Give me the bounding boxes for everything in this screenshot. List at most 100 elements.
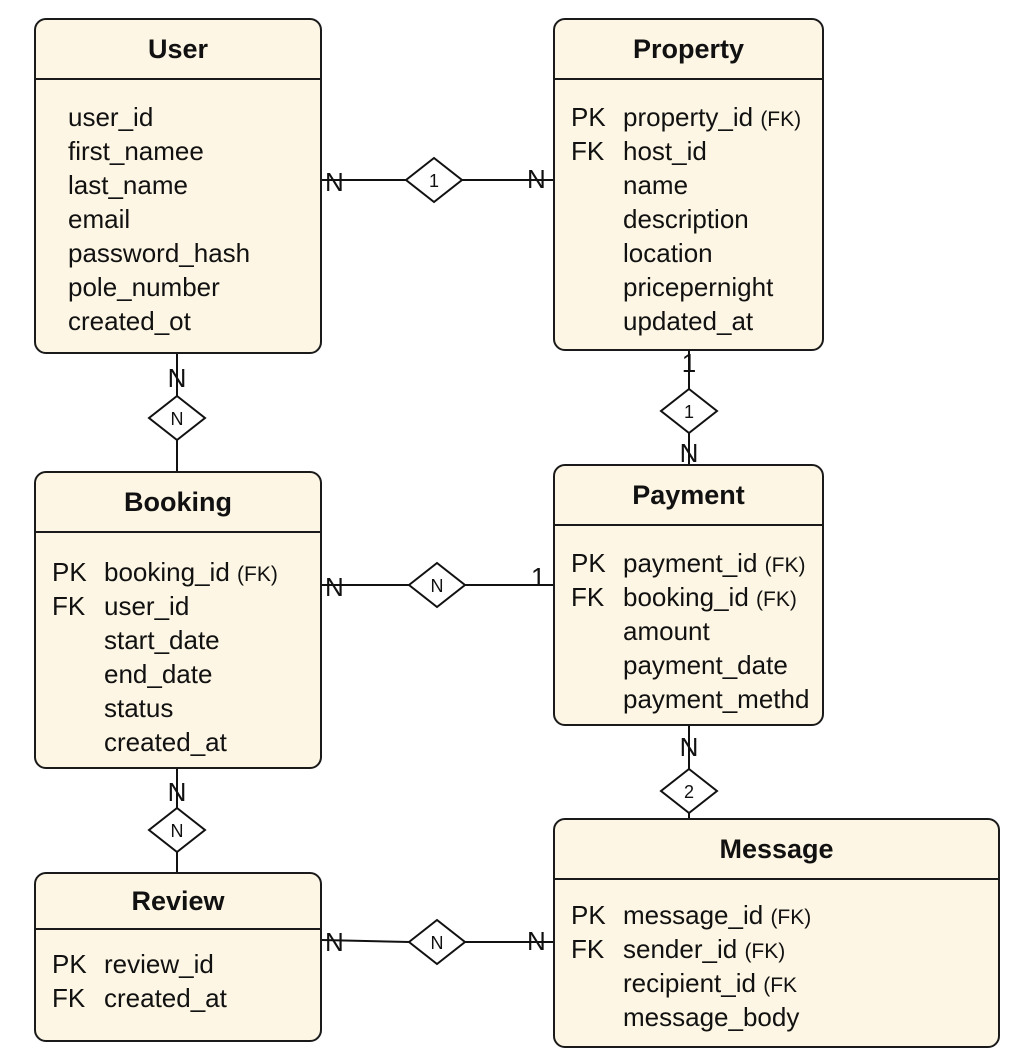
attribute-row: FK user_id <box>36 589 320 623</box>
relationship-label: 1 <box>684 402 694 422</box>
attribute-name: status <box>104 693 174 723</box>
attribute-row: PK message_id (FK) <box>555 898 998 932</box>
attribute-row: PK booking_id (FK) <box>36 555 320 589</box>
attribute-name: user_id <box>104 591 190 621</box>
attribute-name: message_body <box>623 1002 800 1032</box>
attribute-name: password_hash <box>68 238 251 268</box>
key-marker: PK <box>571 548 606 578</box>
attribute-row: payment_methd <box>555 682 822 716</box>
relationship-diamond <box>147 394 207 442</box>
relationship-booking-review: N N <box>147 768 207 873</box>
relationship-label: 1 <box>429 171 439 191</box>
attribute-name: payment_date <box>623 650 788 680</box>
key-marker: FK <box>52 983 86 1013</box>
attribute-row: user_id <box>36 100 320 134</box>
attribute-row: PK payment_id (FK) <box>555 546 822 580</box>
attribute-name: property_id <box>623 102 754 132</box>
fk-note: (FK) <box>744 940 786 963</box>
attribute-name: last_name <box>68 170 188 200</box>
fk-note: (FK) <box>760 108 802 131</box>
attribute-row: pole_number <box>36 270 320 304</box>
relationship-booking-payment: N N 1 <box>322 561 555 609</box>
attribute-row: updated_at <box>555 304 822 338</box>
cardinality-label: N <box>680 438 699 468</box>
attribute-name: description <box>623 204 749 234</box>
fk-note: (FK) <box>756 588 797 611</box>
cardinality-label: N <box>527 164 546 194</box>
key-marker: PK <box>52 949 87 979</box>
attribute-row: FK created_at <box>36 981 320 1015</box>
attribute-row: last_name <box>36 168 320 202</box>
relationship-user-property: 1 N N <box>322 156 555 204</box>
attribute-row: amount <box>555 614 822 648</box>
entity-title: Payment <box>555 466 822 526</box>
attribute-row: end_date <box>36 657 320 691</box>
attribute-row: created_at <box>36 725 320 759</box>
relationship-payment-message: 2 N <box>659 725 719 819</box>
relationship-diamond <box>147 806 207 854</box>
attribute-name: amount <box>623 616 710 646</box>
relationship-label: 2 <box>684 782 694 802</box>
attribute-row: first_namee <box>36 134 320 168</box>
key-marker: PK <box>571 900 606 930</box>
fk-note: (FK) <box>237 563 278 586</box>
attribute-row: pricepernight <box>555 270 822 304</box>
cardinality-label: 1 <box>682 348 696 378</box>
attribute-row: location <box>555 236 822 270</box>
attribute-name: payment_methd <box>623 684 810 714</box>
key-marker: PK <box>52 557 87 587</box>
cardinality-label: N <box>168 363 187 393</box>
attribute-name: recipient_id <box>623 968 756 998</box>
attribute-row: recipient_id (FK <box>555 966 998 1000</box>
relationship-label: N <box>171 821 184 841</box>
attribute-name: updated_at <box>623 306 754 336</box>
relationship-user-booking: N N <box>147 353 207 472</box>
attribute-name: pole_number <box>68 272 220 302</box>
key-marker: PK <box>571 102 606 132</box>
fk-note: (FK) <box>770 906 812 929</box>
relationship-diamond <box>404 156 464 204</box>
attribute-name: name <box>623 170 689 200</box>
fk-note: (FK) <box>764 554 806 577</box>
cardinality-label: N <box>325 927 344 957</box>
attribute-name: payment_id <box>623 548 758 578</box>
relationship-layer: 1 N N N N 1 1 N N N 1 N N <box>147 156 719 966</box>
entity-title: Property <box>555 20 822 80</box>
relationship-diamond <box>407 918 467 966</box>
attribute-name: message_id <box>623 900 764 930</box>
attribute-name: location <box>623 238 713 268</box>
attribute-row: start_date <box>36 623 320 657</box>
attribute-name: created_at <box>104 727 227 757</box>
attribute-name: booking_id <box>104 557 230 587</box>
attribute-row: description <box>555 202 822 236</box>
key-marker: FK <box>571 136 605 166</box>
cardinality-label: N <box>680 732 699 762</box>
attribute-row: PK property_id (FK) <box>555 100 822 134</box>
relationship-diamond <box>659 387 719 435</box>
relationship-review-message: N N N <box>321 918 555 966</box>
cardinality-label: N <box>527 926 546 956</box>
attribute-name: start_date <box>104 625 220 655</box>
cardinality-label: N <box>168 777 187 807</box>
attribute-row: created_ot <box>36 304 320 338</box>
attribute-row: password_hash <box>36 236 320 270</box>
relationship-diamond <box>407 561 467 609</box>
entity-title: Message <box>555 820 998 880</box>
key-marker: FK <box>52 591 86 621</box>
attribute-name: created_at <box>104 983 227 1013</box>
attribute-name: booking_id <box>623 582 749 612</box>
